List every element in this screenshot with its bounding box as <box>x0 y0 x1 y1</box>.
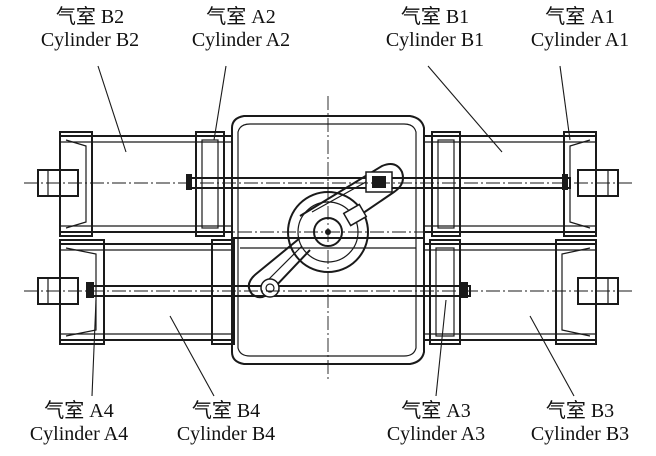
label-cn: 气室 A4 <box>44 400 114 422</box>
label-cylinder-b3: 气室 B3 Cylinder B3 <box>508 400 652 446</box>
leader-b2 <box>97 65 127 153</box>
label-cn: 气室 A3 <box>401 400 471 422</box>
label-en: Cylinder B2 <box>40 29 140 51</box>
leader-a2 <box>213 65 227 141</box>
label-cylinder-b4: 气室 B4 Cylinder B4 <box>152 400 300 446</box>
label-en: Cylinder A2 <box>191 29 291 51</box>
label-cn: 气室 B1 <box>400 6 470 28</box>
leader-a4 <box>91 299 97 397</box>
label-en: Cylinder B3 <box>530 423 630 445</box>
label-cn: 气室 B4 <box>191 400 261 422</box>
leader-b3 <box>529 315 575 397</box>
lower-left-cylinder <box>59 239 235 345</box>
leader-b4 <box>169 315 215 397</box>
label-en: Cylinder B1 <box>385 29 485 51</box>
center-lines <box>24 96 632 380</box>
label-cn: 气室 A1 <box>545 6 615 28</box>
label-cylinder-a1: 气室 A1 Cylinder A1 <box>510 6 650 52</box>
leader-lines <box>91 65 575 397</box>
upper-left-cylinder <box>59 131 233 237</box>
label-en: Cylinder B4 <box>176 423 276 445</box>
label-en: Cylinder A4 <box>29 423 129 445</box>
label-en: Cylinder A3 <box>386 423 486 445</box>
leader-a1 <box>559 65 571 141</box>
label-cn: 气室 A2 <box>206 6 276 28</box>
leader-a3 <box>435 299 447 397</box>
label-cn: 气室 B2 <box>55 6 125 28</box>
lower-right-cylinder <box>423 239 597 345</box>
leader-b1 <box>427 65 503 153</box>
label-cylinder-a4: 气室 A4 Cylinder A4 <box>4 400 154 446</box>
label-cylinder-a3: 气室 A3 Cylinder A3 <box>366 400 506 446</box>
label-cylinder-b2: 气室 B2 Cylinder B2 <box>16 6 164 52</box>
scotch-yoke <box>247 163 404 299</box>
label-cylinder-b1: 气室 B1 Cylinder B1 <box>362 6 508 52</box>
label-cylinder-a2: 气室 A2 Cylinder A2 <box>166 6 316 52</box>
label-cn: 气室 B3 <box>545 400 615 422</box>
label-en: Cylinder A1 <box>530 29 630 51</box>
